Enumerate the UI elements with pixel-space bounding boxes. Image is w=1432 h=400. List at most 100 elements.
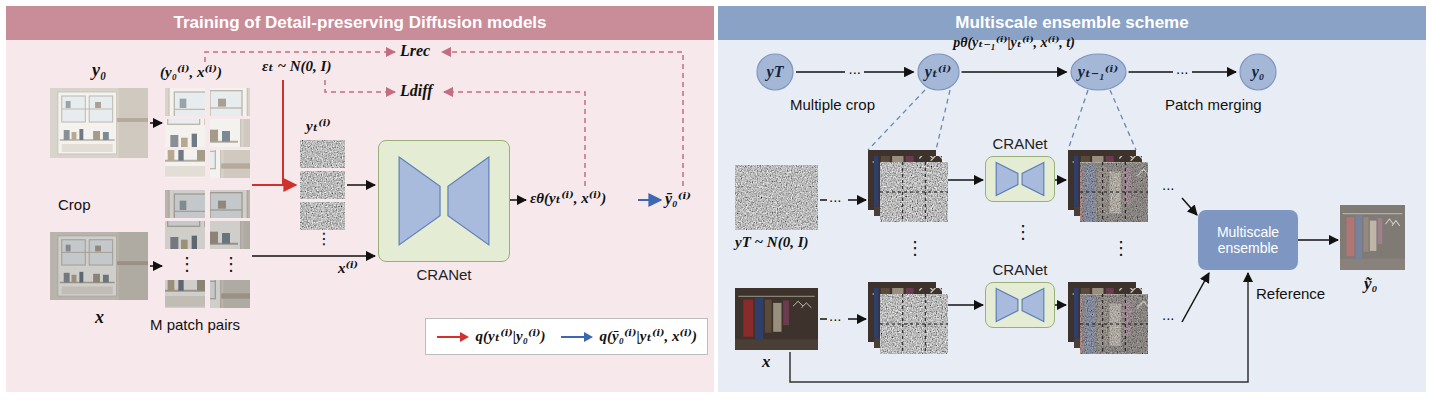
- right-images-part-part: [1340, 205, 1405, 270]
- state-circle: yT: [756, 53, 794, 91]
- text-label: Ldiff: [400, 82, 433, 100]
- patch-crops-part: [150, 174, 283, 267]
- crop-dashes-part: [868, 90, 925, 150]
- decoder-shape: [447, 157, 488, 245]
- panel-header: Training of Detail-preserving Diffusion …: [6, 6, 714, 40]
- patch-crops-part-part: [130, 253, 263, 346]
- text-label: y₀: [92, 60, 106, 81]
- input-images-part-part: [50, 88, 148, 158]
- left-arrows-part: [150, 265, 162, 267]
- node-text: yT: [767, 63, 784, 81]
- patch-stacks-part: [1080, 294, 1148, 354]
- text-label: yT ~ N(0, I): [735, 234, 809, 251]
- left-arrows-part: [252, 255, 375, 257]
- network-block: CRANet: [985, 282, 1055, 328]
- text-label: ...: [1162, 176, 1175, 193]
- patch-stacks-part: [840, 264, 953, 354]
- patch-stacks-part: [880, 294, 948, 354]
- left-arrows-part: [252, 184, 296, 186]
- text-label: Multiple crop: [790, 96, 875, 113]
- encoder-decoder-icon: [985, 156, 1055, 202]
- encoder-shape: [399, 157, 440, 245]
- text-label: ⋮: [1014, 222, 1032, 243]
- patch-stacks-part-part: [840, 132, 953, 222]
- text-label: Lrec: [400, 42, 430, 60]
- right-arrows-part: [1182, 273, 1209, 322]
- legend-arrow-line: [561, 336, 585, 338]
- right-arrows-part: [1055, 179, 1066, 181]
- circle-shape: [1240, 54, 1276, 90]
- circle-shape: [1071, 54, 1126, 90]
- patch-stacks-part: [868, 150, 981, 240]
- text-label: ỹ₀: [1364, 274, 1377, 294]
- patch-stacks-part: [880, 162, 948, 222]
- process-box: Multiscale ensemble: [1198, 210, 1298, 270]
- patch-stacks-part-part: [868, 150, 981, 240]
- input-images-part-part: [50, 232, 148, 300]
- decoder-shape: [1022, 288, 1044, 321]
- right-arrows-part: [848, 318, 866, 320]
- patch-stacks-part: [1057, 150, 1170, 240]
- text-label: ⋮: [222, 254, 240, 275]
- decoder-shape: [1022, 162, 1044, 195]
- right-images-part: [1340, 205, 1405, 270]
- patch-crops-part-part: [130, 253, 263, 346]
- panel-grounds-part: [718, 6, 1426, 392]
- right-images-part: [735, 288, 818, 350]
- patch-crops: [130, 72, 292, 346]
- loss-dashes-part: [325, 80, 395, 92]
- text-label: yₜ⁽ⁱ⁾: [306, 118, 331, 135]
- panel-grounds: [6, 6, 1426, 392]
- patch-crops-part-part: [138, 221, 271, 314]
- legend-swatch: [560, 331, 594, 343]
- right-arrows-part: [820, 199, 827, 201]
- legend-item: q(yₜ⁽ⁱ⁾|y₀⁽ⁱ⁾): [436, 328, 546, 345]
- noise-patches-part: [300, 202, 345, 230]
- input-images-part: [50, 88, 148, 158]
- left-arrows-part: [510, 199, 526, 201]
- input-images-part: [50, 232, 148, 300]
- text-label: Reference: [1256, 285, 1325, 302]
- patch-crops-part: [138, 221, 271, 314]
- node-text: Multiscale ensemble: [1206, 224, 1290, 256]
- patch-crops-part: [138, 91, 271, 184]
- circle-shape: [757, 54, 793, 90]
- noise-patches-part: [300, 140, 345, 168]
- patch-crops-part-part: [138, 221, 271, 314]
- patch-stacks-part-part: [1057, 150, 1170, 240]
- patch-crops-part-part: [150, 174, 283, 267]
- text-label: ...: [829, 307, 842, 324]
- node-text: yₜ₋₁⁽ⁱ⁾: [1078, 63, 1118, 81]
- text-label: Crop: [58, 196, 91, 213]
- patch-stacks-part-part: [868, 282, 981, 372]
- patch-stacks-part: [1057, 282, 1170, 372]
- legend-arrow-line: [437, 336, 461, 338]
- crop-dashes-part: [1068, 90, 1088, 150]
- right-images-part-part: [1340, 205, 1405, 270]
- node-text: Training of Detail-preserving Diffusion …: [173, 13, 546, 33]
- right-arrows-part: [1182, 198, 1197, 215]
- state-circle: yₜ₋₁⁽ⁱ⁾: [1070, 53, 1127, 91]
- panel-header: Multiscale ensemble scheme: [718, 6, 1426, 40]
- node-text: yₜ⁽ⁱ⁾: [925, 63, 951, 81]
- text-label: x: [762, 352, 771, 372]
- right-arrows-part: [1298, 239, 1338, 241]
- right-images-part-part: [735, 288, 818, 350]
- text-label: M patch pairs: [150, 316, 240, 333]
- state-circle: yₜ⁽ⁱ⁾: [917, 53, 960, 91]
- text-label: ⋮: [906, 238, 924, 259]
- text-label: ...: [1162, 306, 1175, 323]
- network-block: CRANet: [985, 156, 1055, 202]
- right-arrows: [790, 180, 1338, 382]
- network-block: CRANet: [378, 140, 510, 262]
- right-arrows-part: [820, 318, 827, 320]
- text-label: (y₀⁽ⁱ⁾, x⁽ⁱ⁾): [160, 64, 222, 81]
- crop-dashes-part: [936, 90, 950, 150]
- text-label: εₜ ~ N(0, I): [262, 58, 331, 75]
- input-images: [50, 88, 148, 300]
- node-text: CRANet: [416, 266, 471, 283]
- right-arrows-part: [948, 304, 983, 306]
